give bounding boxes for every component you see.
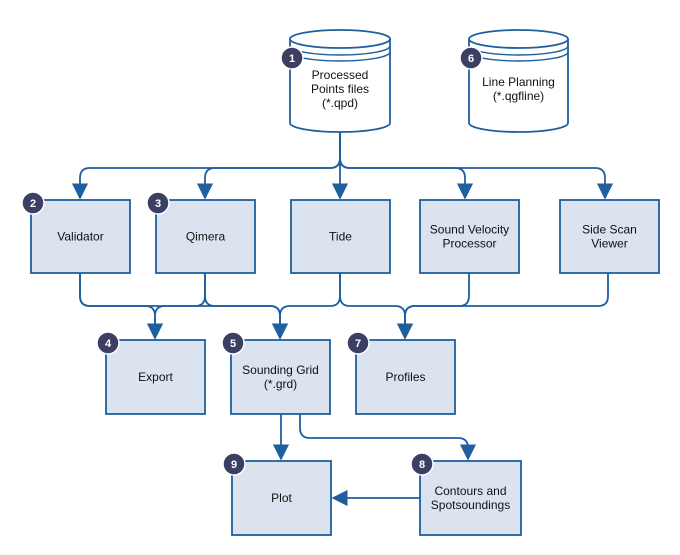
database-top <box>289 29 391 49</box>
node-label: Spotsoundings <box>431 498 510 512</box>
node-label: Processed <box>312 68 369 82</box>
node-label: Profiles <box>385 370 425 384</box>
node-profiles: Profiles 7 <box>346 331 456 415</box>
database-body <box>468 39 569 133</box>
arrow-qpd-to-sidescan <box>339 132 614 200</box>
step-badge <box>146 191 170 215</box>
node-tide: Tide <box>290 199 391 274</box>
step-number: 9 <box>231 459 237 471</box>
step-badge <box>96 331 120 355</box>
node-label: Qimera <box>186 230 226 244</box>
box-profiles <box>355 339 456 415</box>
node-label: Sound Velocity <box>430 223 509 237</box>
node-qimera: Qimera 3 <box>146 191 256 274</box>
box-tide <box>290 199 391 274</box>
arrow-tide-to-profiles <box>339 273 414 340</box>
node-plot: Plot 9 <box>222 452 332 536</box>
step-number: 8 <box>419 459 425 471</box>
node-label: (*.qgfline) <box>493 89 544 103</box>
step-badge <box>221 331 245 355</box>
step-number: 7 <box>355 338 361 350</box>
box-export <box>105 339 206 415</box>
node-label: (*.qpd) <box>322 96 358 110</box>
step-number: 3 <box>155 198 161 210</box>
node-label: Sounding Grid <box>242 363 319 377</box>
connectors <box>71 132 614 507</box>
node-label: Plot <box>271 491 292 505</box>
node-label: Export <box>138 370 173 384</box>
step-badge <box>410 452 434 476</box>
arrow-qpd-to-svp <box>339 132 474 200</box>
step-number: 5 <box>230 338 236 350</box>
step-badge <box>346 331 370 355</box>
arrow-tide-to-grid <box>271 273 341 340</box>
step-number: 2 <box>30 198 36 210</box>
node-label: Points files <box>311 82 369 96</box>
box-grid <box>230 339 331 415</box>
node-label: Tide <box>329 230 352 244</box>
node-qgfline: Line Planning(*.qgfline) 6 <box>459 29 569 133</box>
node-label: (*.grd) <box>264 377 297 391</box>
arrow-grid-to-contours <box>299 414 477 461</box>
node-label: Contours and <box>434 484 506 498</box>
step-badge <box>459 46 483 70</box>
node-label: Line Planning <box>482 75 555 89</box>
node-grid: Sounding Grid(*.grd) 5 <box>221 331 331 415</box>
box-qimera <box>155 199 256 274</box>
step-badge <box>21 191 45 215</box>
box-validator <box>30 199 131 274</box>
box-svp <box>419 199 520 274</box>
node-label: Processor <box>442 237 496 251</box>
node-label: Side Scan <box>582 223 637 237</box>
database-body <box>289 39 391 133</box>
box-contours <box>419 460 522 536</box>
box-sidescan <box>559 199 660 274</box>
node-label: Viewer <box>591 237 627 251</box>
step-badge <box>280 46 304 70</box>
database-top <box>468 29 569 49</box>
arrow-qpd-to-qimera <box>196 132 341 200</box>
step-number: 6 <box>468 53 474 65</box>
arrow-qimera-to-grid <box>204 273 289 340</box>
node-export: Export 4 <box>96 331 206 415</box>
step-badge <box>222 452 246 476</box>
step-number: 1 <box>289 53 295 65</box>
arrow-qpd-to-validator <box>71 132 341 200</box>
step-number: 4 <box>105 338 112 350</box>
node-validator: Validator 2 <box>21 191 131 274</box>
arrow-sidescan-to-profiles <box>396 273 609 340</box>
box-plot <box>231 460 332 536</box>
node-label: Validator <box>57 230 103 244</box>
